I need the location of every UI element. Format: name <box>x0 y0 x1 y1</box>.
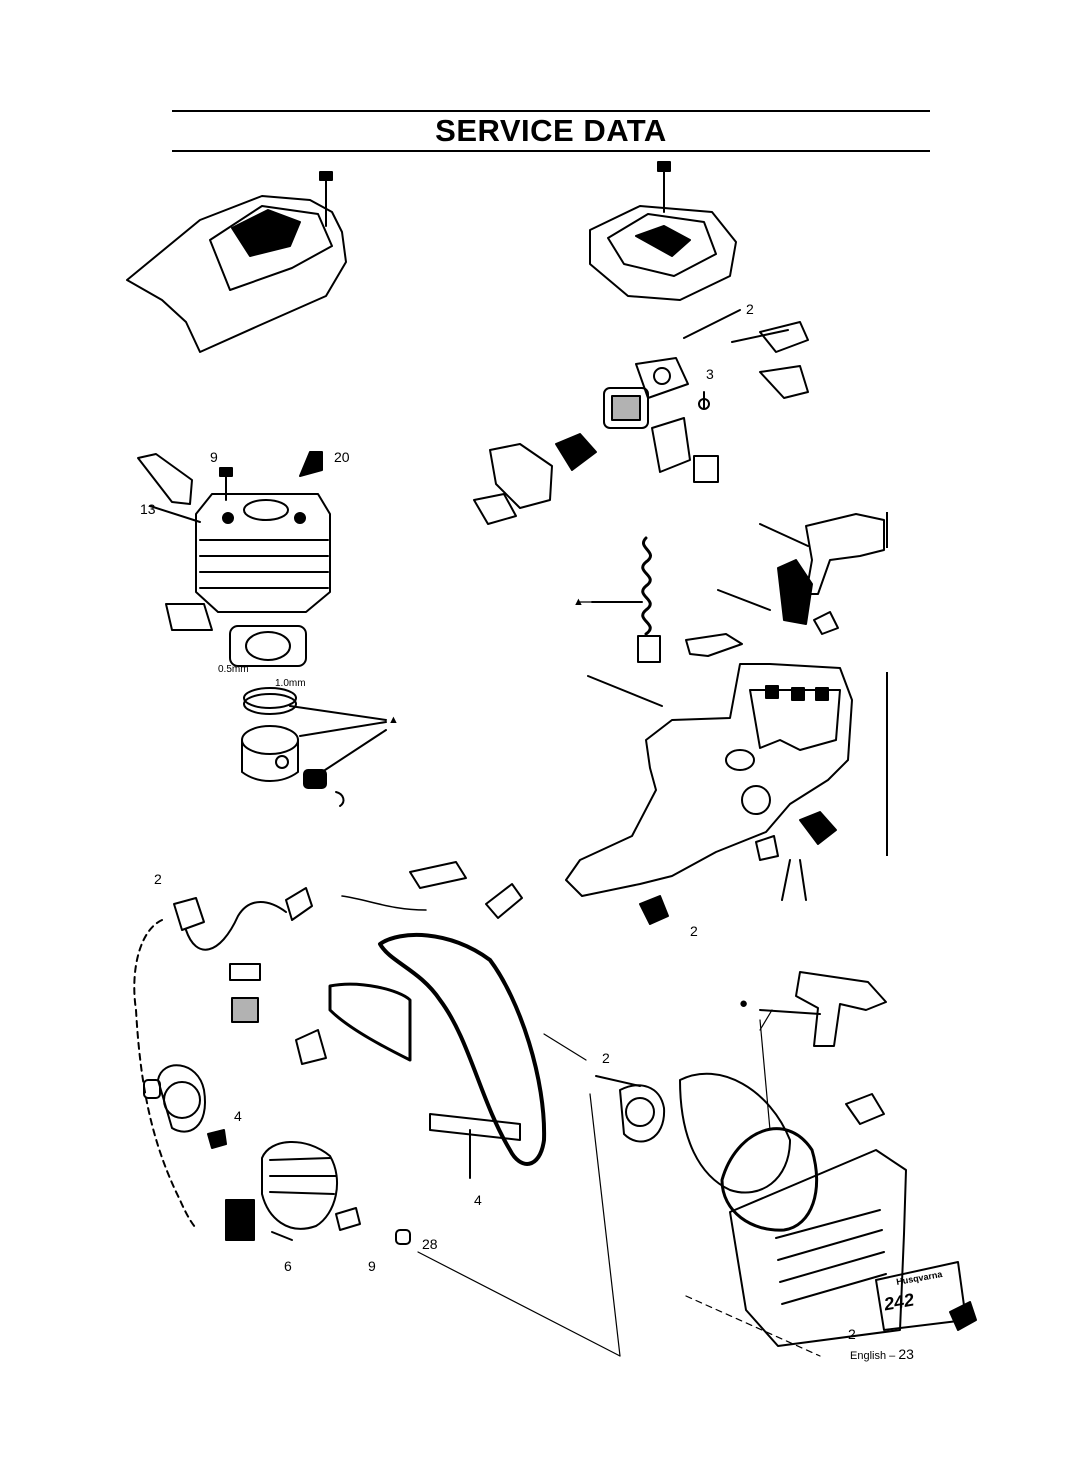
page-footer: English – 23 <box>850 1346 914 1362</box>
right-bracket-top <box>886 512 888 548</box>
starter-assembly <box>595 971 977 1347</box>
callout-28: 28 <box>422 1236 438 1252</box>
leader-lines <box>417 601 821 1357</box>
footer-language: English – <box>850 1350 896 1362</box>
callout-9-bottom: 9 <box>368 1258 376 1274</box>
fuel-filter-spring <box>591 536 743 663</box>
callout-6: 6 <box>284 1258 292 1274</box>
top-rule <box>172 110 930 112</box>
cylinder-cover <box>126 171 347 353</box>
callout-2-top: 2 <box>746 301 754 317</box>
page-title: SERVICE DATA <box>435 113 667 148</box>
flywheel-group <box>143 1064 411 1245</box>
crankcase-handle <box>565 663 853 925</box>
chain-guide <box>328 932 547 1179</box>
bottom-rule <box>172 150 930 152</box>
callout-2-left: 2 <box>154 871 162 887</box>
label-0-5mm: 0.5mm <box>218 664 249 675</box>
right-bracket-bottom <box>886 672 888 856</box>
triangle-marker-spring: ▲ <box>573 596 584 608</box>
page-number: 23 <box>898 1346 914 1362</box>
callout-4-a: 4 <box>234 1108 242 1124</box>
dot-marker: ● <box>739 995 749 1012</box>
label-1-0mm: 1.0mm <box>275 678 306 689</box>
triangle-marker-piston: ▲ <box>388 714 399 726</box>
callout-2-bottom: 2 <box>848 1326 856 1342</box>
piston-group <box>165 603 387 807</box>
callout-3: 3 <box>706 366 714 382</box>
throttle-trigger <box>717 513 885 635</box>
callout-9: 9 <box>210 449 218 465</box>
ignition-wiring <box>133 861 523 1229</box>
cylinder <box>137 451 331 613</box>
air-filter <box>589 161 737 301</box>
model-number: 242 <box>882 1289 916 1315</box>
callout-4-b: 4 <box>474 1192 482 1208</box>
callout-2-mid: 2 <box>690 923 698 939</box>
carburetor-assembly <box>473 309 809 525</box>
callout-13: 13 <box>140 501 156 517</box>
callout-20: 20 <box>334 449 350 465</box>
callout-2-right: 2 <box>602 1050 610 1066</box>
